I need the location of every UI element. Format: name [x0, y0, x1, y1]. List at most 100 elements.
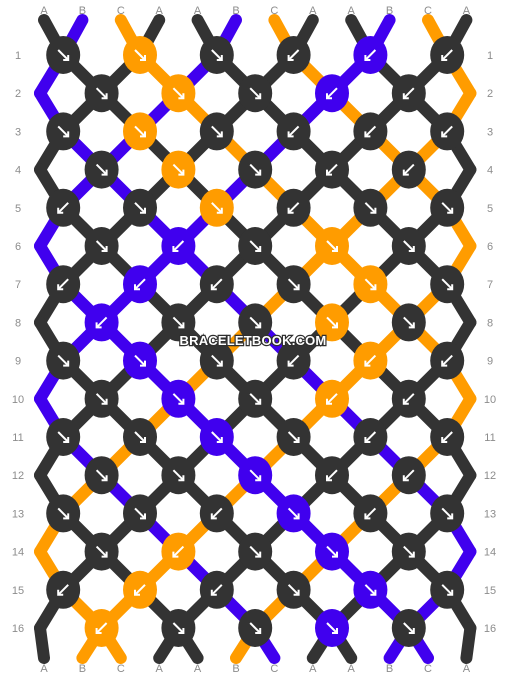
knot[interactable] — [276, 341, 311, 380]
knot[interactable] — [123, 36, 157, 74]
knot[interactable] — [46, 418, 81, 456]
knot[interactable] — [84, 379, 119, 418]
knot[interactable] — [238, 609, 273, 647]
knot[interactable] — [391, 227, 426, 265]
knot[interactable] — [353, 494, 388, 533]
knot[interactable] — [238, 150, 273, 189]
knot[interactable] — [46, 265, 81, 304]
knot[interactable] — [430, 570, 465, 609]
knot[interactable] — [353, 341, 388, 380]
row-number-right: 4 — [487, 165, 493, 177]
knot-arrowhead-icon — [255, 398, 262, 405]
knot[interactable] — [315, 227, 349, 265]
knot[interactable] — [199, 494, 234, 533]
strand-label-bottom: A — [348, 663, 356, 675]
knot[interactable] — [123, 494, 157, 533]
knot[interactable] — [199, 188, 234, 227]
knot[interactable] — [391, 456, 426, 495]
strand-label-bottom: A — [309, 663, 317, 675]
knot[interactable] — [315, 303, 349, 342]
knot[interactable] — [238, 227, 273, 265]
knot[interactable] — [391, 609, 426, 647]
knot[interactable] — [276, 112, 311, 151]
knot[interactable] — [353, 418, 388, 456]
knot[interactable] — [46, 494, 81, 533]
knot[interactable] — [46, 570, 81, 609]
knot[interactable] — [391, 303, 426, 342]
knot[interactable] — [84, 609, 119, 647]
knot[interactable] — [123, 265, 157, 304]
knot-arrow-icon — [95, 163, 108, 176]
knot[interactable] — [353, 112, 388, 151]
knot[interactable] — [430, 112, 465, 151]
knot[interactable] — [123, 112, 157, 151]
knot[interactable] — [238, 379, 273, 418]
knot[interactable] — [84, 150, 119, 189]
knot[interactable] — [161, 227, 196, 265]
knot[interactable] — [123, 188, 157, 227]
knot[interactable] — [353, 36, 388, 74]
knot[interactable] — [123, 570, 157, 609]
knot[interactable] — [238, 303, 273, 342]
knot[interactable] — [161, 609, 196, 647]
knot[interactable] — [123, 418, 157, 456]
knot[interactable] — [161, 532, 196, 571]
knot[interactable] — [161, 150, 196, 189]
knot[interactable] — [276, 36, 311, 74]
row-number-right: 12 — [484, 470, 496, 482]
knot[interactable] — [84, 303, 119, 342]
knot[interactable] — [84, 532, 119, 571]
knot[interactable] — [430, 494, 465, 533]
knot[interactable] — [161, 303, 196, 342]
knot[interactable] — [430, 341, 465, 380]
knot-arrow-icon — [57, 431, 69, 443]
knot[interactable] — [353, 570, 388, 609]
knot[interactable] — [315, 456, 349, 495]
knot[interactable] — [391, 74, 426, 113]
knot-arrowhead-icon — [326, 475, 332, 482]
knot[interactable] — [238, 74, 273, 113]
knot-arrow-icon — [211, 49, 223, 61]
knot[interactable] — [391, 150, 426, 189]
knot-arrow-icon — [287, 584, 300, 596]
knot[interactable] — [199, 36, 234, 74]
knot[interactable] — [315, 74, 349, 113]
knot[interactable] — [391, 532, 426, 571]
knot[interactable] — [430, 36, 465, 74]
knot[interactable] — [430, 265, 465, 304]
knot[interactable] — [199, 265, 234, 304]
knot[interactable] — [430, 418, 465, 456]
knot[interactable] — [276, 570, 311, 609]
knot[interactable] — [353, 188, 388, 227]
knot[interactable] — [46, 36, 81, 74]
knot[interactable] — [276, 418, 311, 456]
knot[interactable] — [199, 341, 234, 380]
knot[interactable] — [199, 112, 234, 151]
knot[interactable] — [199, 418, 234, 456]
knot[interactable] — [238, 532, 273, 571]
knot[interactable] — [315, 532, 349, 571]
knot[interactable] — [161, 74, 196, 113]
knot[interactable] — [46, 112, 81, 151]
knot[interactable] — [84, 74, 119, 113]
knot[interactable] — [84, 227, 119, 265]
knot[interactable] — [276, 188, 311, 227]
knot[interactable] — [353, 265, 388, 304]
knot[interactable] — [391, 379, 426, 418]
knot[interactable] — [315, 150, 349, 189]
knot[interactable] — [161, 379, 196, 418]
knot[interactable] — [46, 188, 81, 227]
knot[interactable] — [276, 265, 311, 304]
knot[interactable] — [46, 341, 81, 380]
knot[interactable] — [276, 494, 311, 533]
knot[interactable] — [84, 456, 119, 495]
knot-arrowhead-icon — [63, 360, 70, 367]
knot[interactable] — [238, 456, 273, 495]
row-number-right: 13 — [484, 508, 496, 520]
knot[interactable] — [430, 188, 465, 227]
knot[interactable] — [315, 609, 349, 647]
knot[interactable] — [199, 570, 234, 609]
knot[interactable] — [123, 341, 157, 380]
knot[interactable] — [315, 379, 349, 418]
knot[interactable] — [161, 456, 196, 495]
